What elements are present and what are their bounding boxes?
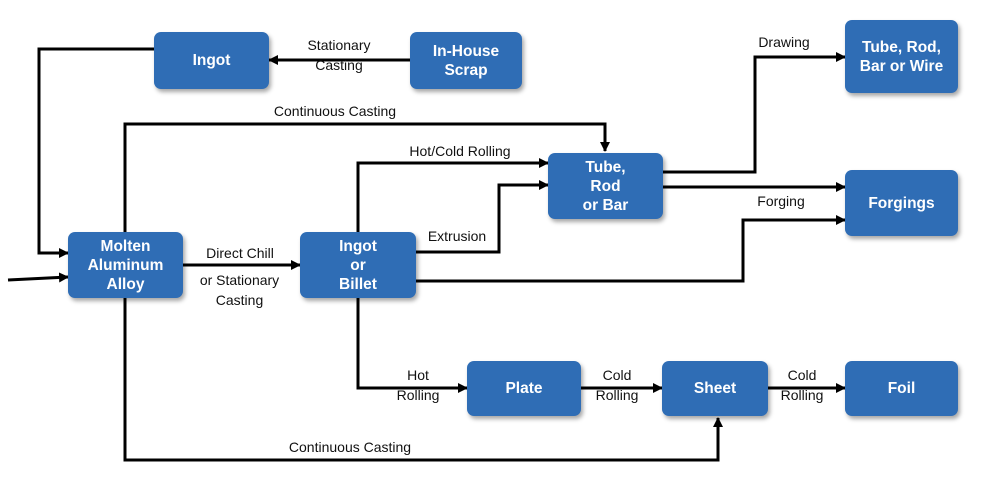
label-cold-rolling-1: Cold Rolling xyxy=(595,367,639,403)
node-inhouse-scrap: In-House Scrap xyxy=(410,32,522,89)
node-ingot: Ingot xyxy=(154,32,269,89)
arrow-billet-to-tube-extrusion xyxy=(416,180,549,254)
label-stationary-casting: Stationary Casting xyxy=(307,37,371,73)
node-tube-rod-or-bar: Tube, Rod or Bar xyxy=(548,153,663,219)
arrow-tube-to-wire xyxy=(663,52,846,174)
arrow-billet-to-tube-rolling xyxy=(356,158,549,232)
label-extrusion: Extrusion xyxy=(427,228,487,244)
arrow-molten-to-tube-top xyxy=(123,122,610,232)
label-direct-chill: Direct Chill xyxy=(206,245,274,261)
arrow-ingot-to-molten xyxy=(37,47,154,258)
arrow-molten-to-sheet-bottom xyxy=(123,298,723,462)
label-continuous-casting-bottom: Continuous Casting xyxy=(288,439,412,455)
label-forging: Forging xyxy=(757,193,805,209)
label-continuous-casting-top: Continuous Casting xyxy=(273,103,397,119)
arrow-input-to-molten xyxy=(7,272,69,283)
node-forgings: Forgings xyxy=(845,170,958,236)
label-hot-rolling: Hot Rolling xyxy=(396,367,440,403)
label-cold-rolling-2: Cold Rolling xyxy=(780,367,824,403)
arrow-billet-to-plate xyxy=(356,298,468,393)
node-molten-aluminum-alloy: Molten Aluminum Alloy xyxy=(68,232,183,298)
label-or-stationary-casting: or Stationary Casting xyxy=(199,272,280,308)
arrow-billet-to-forgings xyxy=(416,215,846,283)
node-sheet: Sheet xyxy=(662,361,768,416)
node-plate: Plate xyxy=(467,361,581,416)
label-hot-cold-rolling: Hot/Cold Rolling xyxy=(409,143,511,159)
node-tube-rod-bar-wire: Tube, Rod, Bar or Wire xyxy=(845,20,958,93)
label-drawing: Drawing xyxy=(758,34,810,50)
node-foil: Foil xyxy=(845,361,958,416)
node-ingot-or-billet: Ingot or Billet xyxy=(300,232,416,298)
